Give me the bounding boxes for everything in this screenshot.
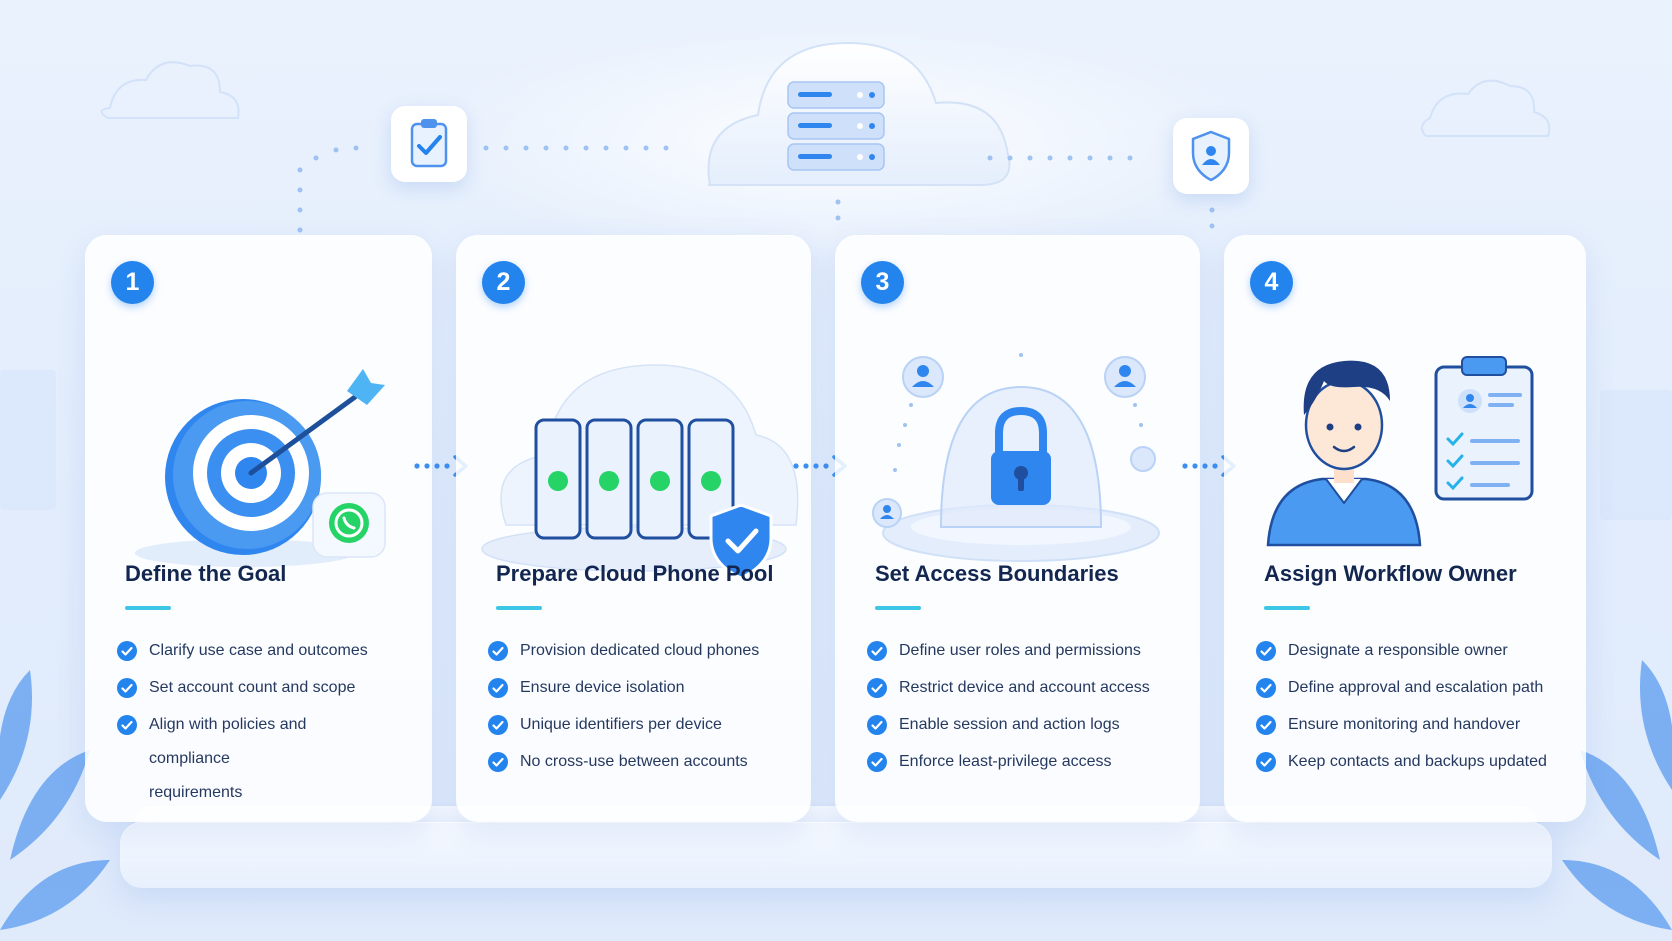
step-checklist: Designate a responsible owner Define app… — [1256, 641, 1547, 789]
cloud-server-icon — [786, 80, 886, 174]
check-icon — [1256, 715, 1276, 735]
step-checklist: Provision dedicated cloud phones Ensure … — [488, 641, 759, 789]
step-number-badge: 4 — [1250, 261, 1293, 304]
checklist-item: Designate a responsible owner — [1256, 641, 1547, 678]
checklist-item: Enforce least-privilege access — [867, 752, 1150, 789]
shield-user-icon — [1173, 118, 1249, 194]
check-icon — [488, 641, 508, 661]
check-icon — [867, 641, 887, 661]
check-icon — [1256, 641, 1276, 661]
checklist-item: Define user roles and permissions — [867, 641, 1150, 678]
checklist-item: Unique identifiers per device — [488, 715, 759, 752]
step-number-badge: 2 — [482, 261, 525, 304]
check-icon — [117, 715, 137, 735]
platform-base — [120, 822, 1552, 888]
title-underline — [125, 606, 171, 610]
checklist-item: Provision dedicated cloud phones — [488, 641, 759, 678]
checklist-item: Restrict device and account access — [867, 678, 1150, 715]
padlock-dome-icon — [872, 353, 1160, 562]
check-icon — [867, 678, 887, 698]
step-checklist: Clarify use case and outcomes Set accoun… — [117, 641, 368, 801]
step-checklist: Define user roles and permissions Restri… — [867, 641, 1150, 789]
step-number-badge: 3 — [861, 261, 904, 304]
step-card-4: 4 Assign Workflow Owner Designate a resp… — [1224, 235, 1586, 822]
checklist-item: Ensure monitoring and handover — [1256, 715, 1547, 752]
checklist-item: Clarify use case and outcomes — [117, 641, 368, 678]
title-underline — [496, 606, 542, 610]
step-title: Assign Workflow Owner — [1264, 561, 1517, 586]
checklist-item: Keep contacts and backups updated — [1256, 752, 1547, 789]
step-title: Prepare Cloud Phone Pool — [496, 561, 774, 586]
title-underline — [875, 606, 921, 610]
checklist-item: Align with policies and compliance requi… — [117, 708, 327, 801]
step-card-2: 2 Prepare Cloud Phone Pool Provision ded… — [456, 235, 811, 822]
owner-clipboard-icon — [1266, 356, 1534, 547]
clipboard-check-icon — [391, 106, 467, 182]
checklist-item: Ensure device isolation — [488, 678, 759, 715]
step-card-3: 3 Set Access Boundaries Define user role… — [835, 235, 1200, 822]
check-icon — [1256, 752, 1276, 772]
cloud-phones-shield-icon — [481, 364, 799, 580]
step-number-badge: 1 — [111, 261, 154, 304]
step-title: Define the Goal — [125, 561, 287, 586]
checklist-item: Enable session and action logs — [867, 715, 1150, 752]
checklist-item: Set account count and scope — [117, 678, 368, 715]
check-icon — [1256, 678, 1276, 698]
step-card-1: 1 Define the Goal Clarify use case and o… — [85, 235, 432, 822]
title-underline — [1264, 606, 1310, 610]
check-icon — [117, 641, 137, 661]
check-icon — [867, 752, 887, 772]
checklist-item: Define approval and escalation path — [1256, 678, 1547, 715]
check-icon — [867, 715, 887, 735]
checklist-item: No cross-use between accounts — [488, 752, 759, 789]
check-icon — [488, 715, 508, 735]
target-dart-whatsapp-icon — [135, 369, 386, 567]
step-title: Set Access Boundaries — [875, 561, 1119, 586]
check-icon — [488, 752, 508, 772]
check-icon — [488, 678, 508, 698]
check-icon — [117, 678, 137, 698]
